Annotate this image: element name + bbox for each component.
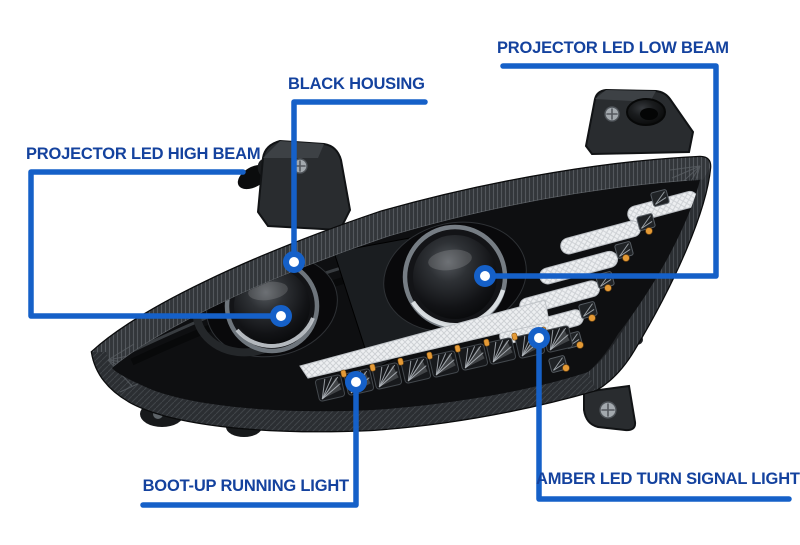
callout-line-boot-up	[140, 379, 359, 508]
callout-lines	[28, 63, 792, 508]
rim-band-bottom	[92, 352, 596, 432]
callout-dot-black-housing	[283, 251, 305, 273]
drl-light-bar	[299, 299, 550, 379]
callout-line-high-beam	[28, 169, 284, 319]
bottom-mount-bracket	[583, 384, 637, 432]
callout-label-low-beam: PROJECTOR LED LOW BEAM	[497, 38, 729, 57]
callout-line-amber-turn	[536, 335, 792, 502]
callout-label-black-housing: BLACK HOUSING	[288, 74, 425, 93]
callout-dot-amber-turn	[528, 327, 550, 349]
callout-line-low-beam	[482, 63, 719, 279]
top-mount-bracket-right	[584, 88, 695, 156]
callout-label-boot-up: BOOT-UP RUNNING LIGHT	[142, 476, 350, 495]
callout-line-black-housing	[291, 99, 428, 265]
callout-dot-boot-up	[345, 371, 367, 393]
low-beam-projector	[383, 221, 527, 333]
callout-dot-low-beam	[474, 265, 496, 287]
callout-label-high-beam: PROJECTOR LED HIGH BEAM	[26, 144, 261, 163]
callout-dot-high-beam	[270, 305, 292, 327]
callout-label-amber-turn: AMBER LED TURN SIGNAL LIGHT	[536, 469, 800, 488]
